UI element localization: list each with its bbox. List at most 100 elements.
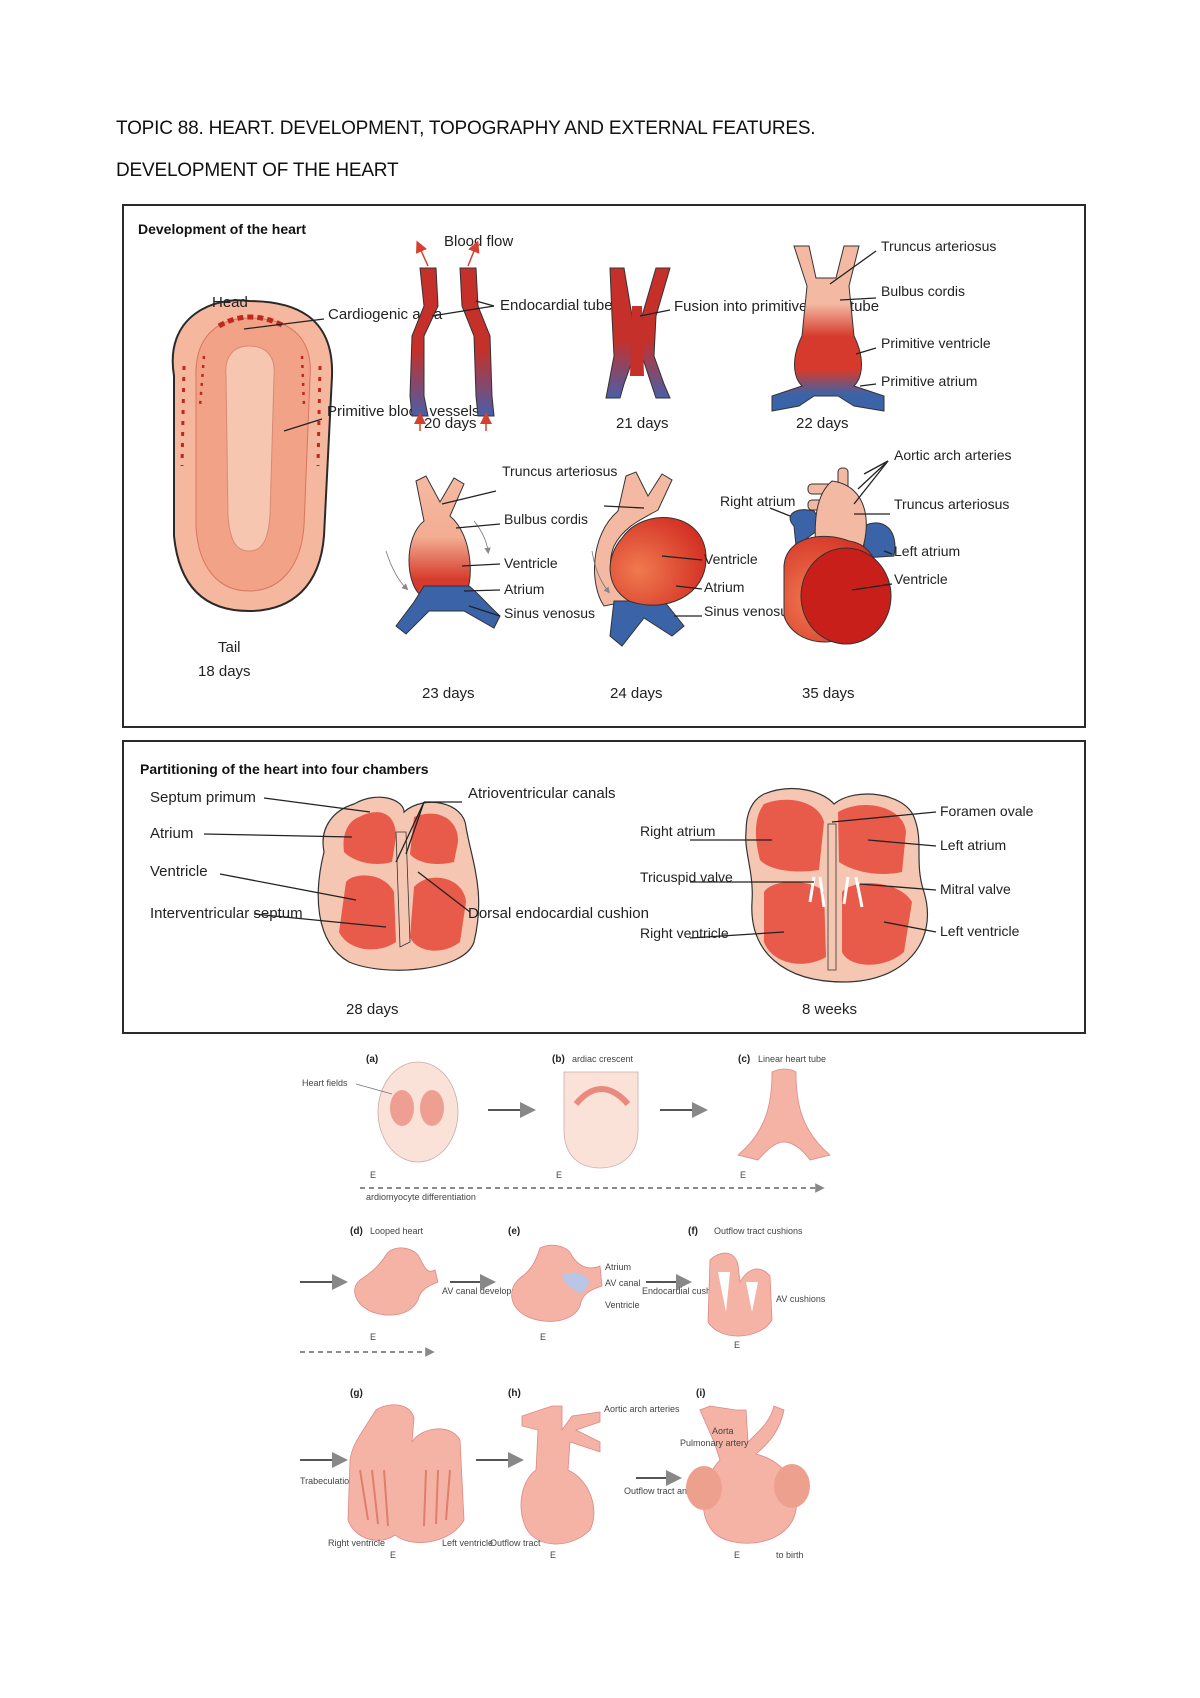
label-av-canals: Atrioventricular canals <box>468 785 616 802</box>
label-aortic-arch-h: Aortic arch arteries <box>604 1404 680 1414</box>
label-cardiac-crescent: ardiac crescent <box>572 1054 634 1064</box>
panel-a: (a) <box>366 1054 378 1065</box>
heart-24-days <box>591 471 707 647</box>
label-left-atrium: Left atrium <box>940 837 1006 853</box>
label-septum-primum: Septum primum <box>150 789 256 806</box>
heart-28-days <box>317 796 480 971</box>
partitioning-diagram: Partitioning of the heart into four cham… <box>140 761 1034 1018</box>
label-av-cushions: AV cushions <box>776 1294 826 1304</box>
heart-23-days <box>385 475 501 635</box>
label-primitive-vessels: Primitive blood vessels <box>327 403 480 420</box>
label-e-d: E <box>370 1332 376 1342</box>
label-ventricle-23: Ventricle <box>504 555 558 571</box>
label-blood-flow: Blood flow <box>444 233 513 250</box>
label-sinus-23: Sinus venosus <box>504 605 595 621</box>
stage-c <box>737 1068 831 1161</box>
label-e-b: E <box>556 1170 562 1180</box>
embryo-18-days <box>171 299 334 613</box>
label-looped-heart: Looped heart <box>370 1226 424 1236</box>
label-atrium-23: Atrium <box>504 581 544 597</box>
label-truncus-23: Truncus arteriosus <box>502 463 617 479</box>
label-av-canal: AV canal <box>605 1278 640 1288</box>
label-e-g: E <box>390 1550 396 1560</box>
label-primitive-ventricle: Primitive ventricle <box>881 335 991 351</box>
figure-development-of-heart: Development of the heart Head Tail 18 da… <box>122 204 1086 728</box>
panel-d: (d) <box>350 1226 363 1237</box>
morphogenesis-diagram: (a) (b) (c) Heart fields ardiac crescent… <box>300 1054 831 1560</box>
label-outflow-cushions: Outflow tract cushions <box>714 1226 803 1236</box>
figure-morphogenesis: (a) (b) (c) Heart fields ardiac crescent… <box>300 1050 900 1595</box>
label-ventricle-35: Ventricle <box>894 571 948 587</box>
label-atrium-24: Atrium <box>704 579 744 595</box>
label-trabeculation: Trabeculation <box>300 1476 354 1486</box>
label-24-days: 24 days <box>610 685 663 702</box>
figure-partitioning: Partitioning of the heart into four cham… <box>122 740 1086 1034</box>
label-22-days: 22 days <box>796 415 849 432</box>
label-e-h: E <box>550 1550 556 1560</box>
label-cardiogenic: Cardiogenic area <box>328 306 443 323</box>
label-atrium-e: Atrium <box>605 1262 631 1272</box>
label-truncus-22: Truncus arteriosus <box>881 238 996 254</box>
panel-g: (g) <box>350 1388 363 1399</box>
label-e-a: E <box>370 1170 376 1180</box>
label-aortic-arch: Aortic arch arteries <box>894 447 1011 463</box>
label-e-e: E <box>540 1332 546 1342</box>
label-truncus-35: Truncus arteriosus <box>894 496 1009 512</box>
stage-d <box>354 1247 439 1316</box>
stage-h <box>520 1405 601 1545</box>
label-35-days: 35 days <box>802 685 855 702</box>
heart-35-days <box>783 467 896 645</box>
label-head: Head <box>212 294 248 311</box>
label-left-ventricle: Left ventricle <box>442 1538 493 1548</box>
page-subtitle: DEVELOPMENT OF THE HEART <box>116 160 399 181</box>
label-8-weeks: 8 weeks <box>802 1001 857 1018</box>
stage-g <box>347 1404 465 1543</box>
label-iv-septum: Interventricular septum <box>150 905 303 922</box>
label-to-birth: to birth <box>776 1550 804 1560</box>
heart-8-weeks <box>745 787 929 983</box>
label-right-ventricle: Right ventricle <box>328 1538 385 1548</box>
stage-b <box>563 1071 639 1169</box>
panel-f: (f) <box>688 1226 698 1237</box>
stage-i <box>686 1405 810 1544</box>
label-20-days: 20 days <box>424 415 477 432</box>
label-21-days: 21 days <box>616 415 669 432</box>
label-atrium-28: Atrium <box>150 825 193 842</box>
heart-22-days <box>771 245 885 412</box>
label-right-atrium-35: Right atrium <box>720 493 795 509</box>
label-cardiomyocyte: ardiomyocyte differentiation <box>366 1192 476 1202</box>
label-linear-tube: Linear heart tube <box>758 1054 826 1064</box>
label-foramen-ovale: Foramen ovale <box>940 803 1034 819</box>
label-pulmonary: Pulmonary artery <box>680 1438 749 1448</box>
stage-a <box>355 1061 459 1163</box>
label-tricuspid: Tricuspid valve <box>640 869 733 885</box>
panel-b: (b) <box>552 1054 565 1065</box>
label-bulbus-22: Bulbus cordis <box>881 283 965 299</box>
stage-e <box>511 1244 603 1322</box>
panel-h: (h) <box>508 1388 521 1399</box>
label-ventricle-28: Ventricle <box>150 863 208 880</box>
label-right-ventricle: Right ventricle <box>640 925 729 941</box>
label-heart-fields: Heart fields <box>302 1078 348 1088</box>
panel-c: (c) <box>738 1054 750 1065</box>
label-aorta: Aorta <box>712 1426 734 1436</box>
label-mitral: Mitral valve <box>940 881 1011 897</box>
development-diagram: Development of the heart Head Tail 18 da… <box>138 221 1011 702</box>
panel-e: (e) <box>508 1226 520 1237</box>
label-bulbus-23: Bulbus cordis <box>504 511 588 527</box>
label-18-days: 18 days <box>198 663 251 680</box>
heart-20-days: Blood flow <box>409 233 513 431</box>
label-av-canal-dev: AV canal development <box>442 1286 532 1296</box>
label-outflow-tract: Outflow tract <box>490 1538 541 1548</box>
figure2-title: Partitioning of the heart into four cham… <box>140 761 429 777</box>
label-e-f: E <box>734 1340 740 1350</box>
label-ventricle-24: Ventricle <box>704 551 758 567</box>
heart-21-days <box>605 267 671 399</box>
figure1-title: Development of the heart <box>138 221 306 237</box>
label-primitive-atrium: Primitive atrium <box>881 373 977 389</box>
label-left-ventricle: Left ventricle <box>940 923 1020 939</box>
stage-f <box>707 1252 773 1337</box>
label-e-c: E <box>740 1170 746 1180</box>
label-endocardial-cushion: Endocardial cushion formation <box>642 1286 763 1296</box>
label-dorsal-cushion: Dorsal endocardial cushion <box>468 905 649 922</box>
